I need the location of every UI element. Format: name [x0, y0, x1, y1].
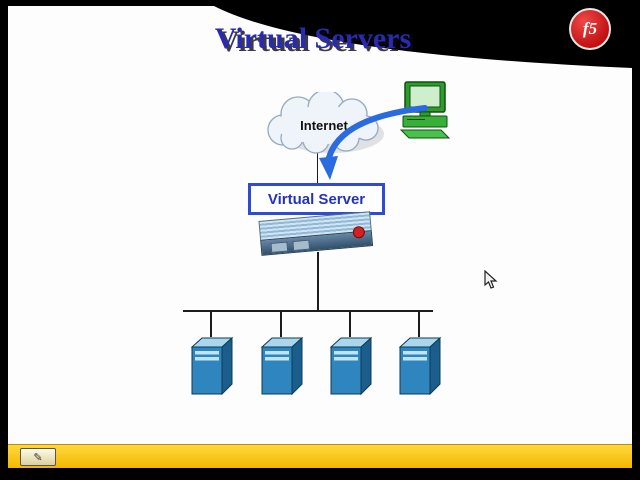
virtual-server-label: Virtual Server	[267, 190, 366, 208]
computer-icon	[399, 81, 451, 139]
device-panel	[292, 239, 311, 252]
network-bus-line	[183, 310, 433, 312]
server-icon	[329, 336, 373, 396]
virtual-server-box: Virtual Server	[248, 183, 385, 215]
load-balancer-device	[258, 211, 374, 261]
mouse-cursor-icon	[484, 270, 498, 289]
network-line-device-to-bus	[317, 252, 319, 312]
network-line-server-2	[280, 310, 282, 337]
device-panel	[270, 241, 289, 253]
cloud-label: Internet	[300, 118, 348, 133]
f5-logo-text: f5	[582, 19, 598, 38]
server-icon	[398, 336, 442, 396]
pen-icon: ✎	[33, 451, 43, 464]
pen-tool-button[interactable]: ✎	[20, 448, 56, 466]
network-line-server-1	[210, 310, 212, 337]
bottom-bar: ✎	[8, 444, 632, 468]
network-line-server-3	[349, 310, 351, 337]
server-icon	[190, 336, 234, 396]
curved-arrow-icon	[319, 105, 428, 180]
slide: Virtual Servers f5	[8, 6, 632, 444]
f5-logo-icon: f5	[569, 8, 611, 50]
black-swoosh-decoration	[214, 6, 632, 68]
server-icon	[260, 336, 304, 396]
page-title: Virtual Servers	[214, 22, 412, 55]
network-line-cloud-to-box	[317, 150, 318, 184]
network-line-server-4	[418, 310, 420, 337]
